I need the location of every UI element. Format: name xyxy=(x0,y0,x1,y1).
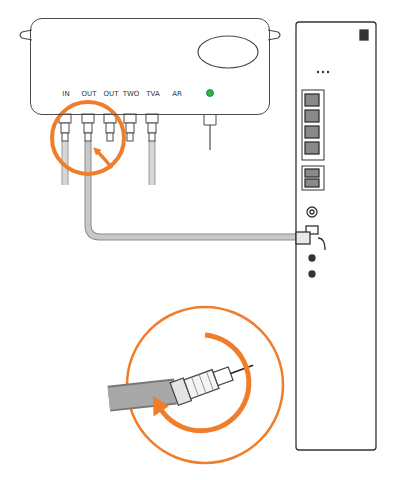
status-led xyxy=(207,90,214,97)
highlight-circle xyxy=(52,102,124,174)
port-label: OUT xyxy=(82,91,97,98)
hanging-cables xyxy=(65,140,152,185)
coax-ports xyxy=(59,114,158,141)
port-label: TVA xyxy=(146,91,159,98)
twist-arrow xyxy=(160,335,249,431)
port-label: OUT xyxy=(104,91,119,98)
port-label: IN xyxy=(62,91,69,98)
twist-arrow-head xyxy=(148,396,171,420)
oval-window xyxy=(198,36,258,68)
splitter-ears xyxy=(20,30,280,40)
power-cord-boot xyxy=(204,115,216,125)
modem xyxy=(296,22,376,450)
port-label: TWO xyxy=(123,91,140,98)
port-label: AR xyxy=(172,91,182,98)
connect-arrow xyxy=(96,150,112,168)
splitter-box: IN OUT OUT TWO TVA AR xyxy=(30,18,270,115)
